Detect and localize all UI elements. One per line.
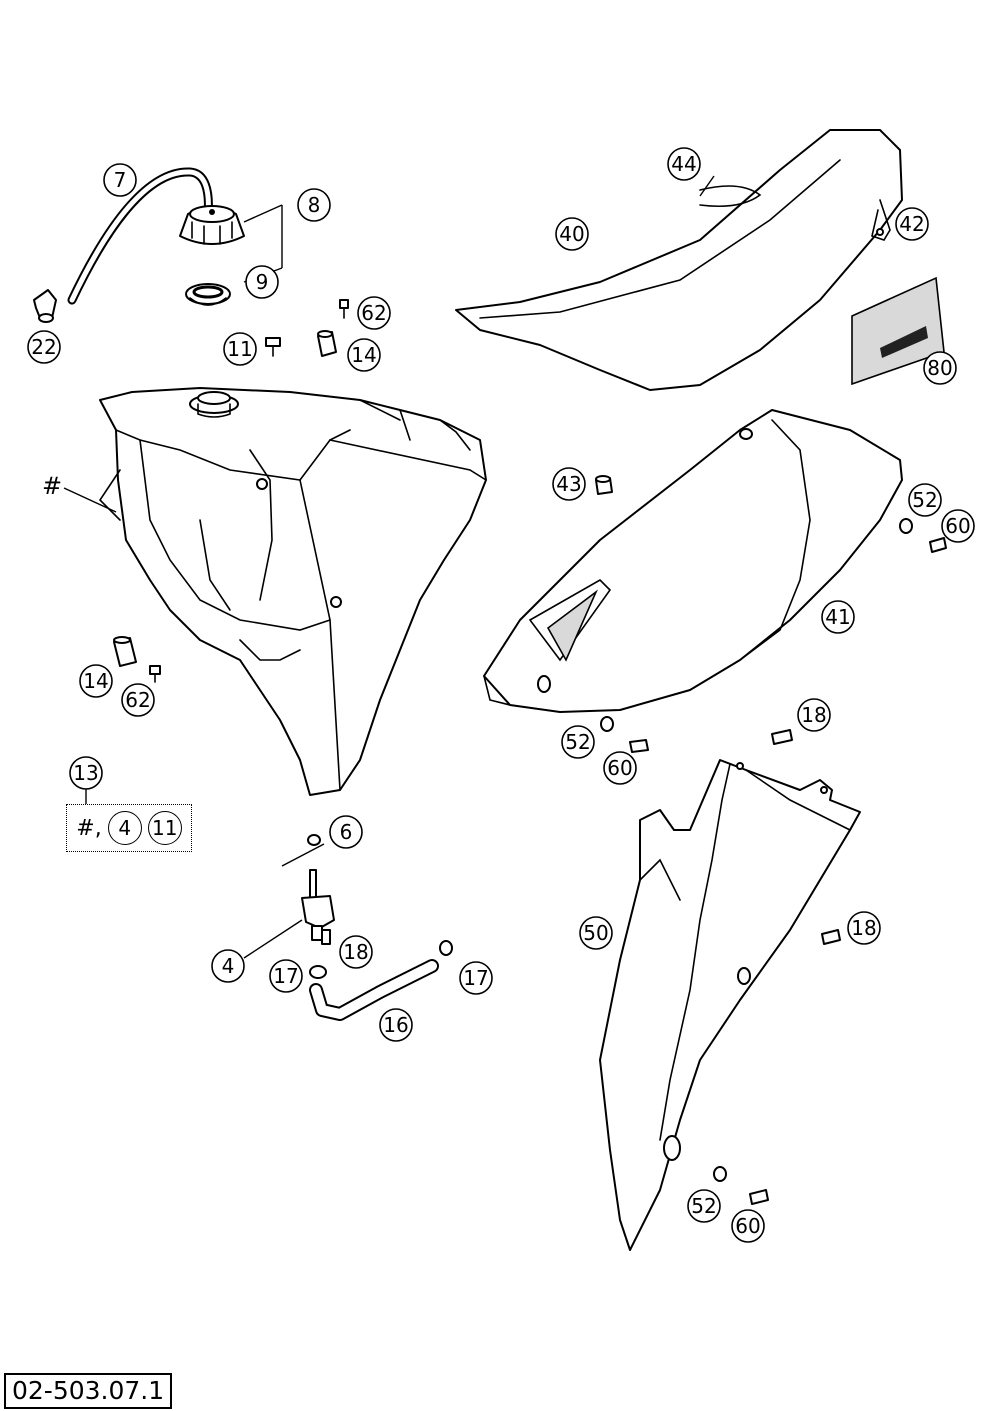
callout-80: 80: [923, 351, 957, 385]
callout-44: 44: [667, 147, 701, 181]
callout-18: 18: [797, 698, 831, 732]
callout-16: 16: [379, 1008, 413, 1042]
svg-text:18: 18: [343, 940, 368, 964]
callout-40: 40: [555, 217, 589, 251]
callout-52: 52: [687, 1189, 721, 1223]
callout-52: 52: [561, 725, 595, 759]
svg-text:4: 4: [222, 954, 235, 978]
svg-text:14: 14: [351, 343, 376, 367]
callout-18: 18: [847, 911, 881, 945]
svg-text:17: 17: [273, 964, 298, 988]
svg-text:60: 60: [735, 1214, 760, 1238]
callout-18: 18: [339, 935, 373, 969]
svg-text:52: 52: [565, 730, 590, 754]
washer-part: [713, 1166, 727, 1182]
callout-42: 42: [895, 207, 929, 241]
svg-text:17: 17: [463, 966, 488, 990]
callout-60: 60: [941, 509, 975, 543]
kit-item-callout: 4: [107, 811, 142, 845]
fuel-tank-part: [98, 387, 487, 796]
screw-part: [321, 929, 331, 945]
screw-part: [771, 729, 793, 745]
callout-22: 22: [27, 330, 61, 364]
kit-prefix: #,: [76, 815, 102, 841]
svg-text:9: 9: [256, 270, 269, 294]
svg-text:16: 16: [383, 1013, 408, 1037]
screw-part: [339, 299, 349, 319]
callout-17: 17: [269, 959, 303, 993]
kit-contents-box: #, 4 11: [66, 804, 192, 852]
callout-14: 14: [347, 338, 381, 372]
svg-text:22: 22: [31, 335, 56, 359]
screw-part: [929, 537, 947, 553]
seat-part: [455, 129, 903, 391]
callout-62: 62: [357, 296, 391, 330]
callout-41: 41: [821, 600, 855, 634]
elbow-fitting-part: [33, 289, 57, 323]
callout-50: 50: [579, 916, 613, 950]
radiator-shroud-part: [599, 759, 861, 1251]
screw-part: [821, 929, 841, 945]
washer-part: [899, 518, 913, 534]
fuel-tank-label: #: [42, 472, 63, 500]
svg-text:40: 40: [559, 222, 584, 246]
fuel-cap-part: [179, 205, 245, 245]
svg-text:60: 60: [607, 756, 632, 780]
svg-text:60: 60: [945, 514, 970, 538]
cap-gasket-part: [185, 283, 231, 306]
screw-part: [629, 739, 649, 753]
callout-8: 8: [297, 188, 331, 222]
svg-text:42: 42: [899, 212, 924, 236]
svg-text:41: 41: [825, 605, 850, 629]
side-panel-part: [483, 409, 903, 713]
svg-text:52: 52: [912, 488, 937, 512]
callout-43: 43: [552, 467, 586, 501]
svg-text:18: 18: [801, 703, 826, 727]
spacer-part: [113, 636, 137, 667]
callout-17: 17: [459, 961, 493, 995]
fuel-line-part: [309, 959, 439, 1021]
svg-text:14: 14: [83, 669, 108, 693]
callout-4: 4: [211, 949, 245, 983]
svg-text:52: 52: [691, 1194, 716, 1218]
callout-11: 11: [223, 332, 257, 366]
callout-14: 14: [79, 664, 113, 698]
callout-52: 52: [908, 483, 942, 517]
diagram-reference-number: 02-503.07.1: [4, 1373, 173, 1409]
o-ring-part: [307, 834, 321, 846]
svg-text:7: 7: [114, 168, 127, 192]
svg-text:8: 8: [308, 193, 321, 217]
hose-clamp-part: [309, 940, 453, 979]
screw-part: [749, 1189, 769, 1205]
callout-60: 60: [731, 1209, 765, 1243]
svg-text:18: 18: [851, 916, 876, 940]
spacer-part: [317, 330, 337, 357]
callout-62: 62: [121, 683, 155, 717]
screw-part: [265, 337, 281, 357]
svg-text:6: 6: [340, 820, 353, 844]
callout-60: 60: [603, 751, 637, 785]
svg-text:80: 80: [927, 356, 952, 380]
svg-text:62: 62: [125, 688, 150, 712]
kit-item-callout: 11: [147, 811, 182, 845]
svg-text:44: 44: [671, 152, 696, 176]
svg-text:62: 62: [361, 301, 386, 325]
washer-part: [600, 716, 614, 732]
svg-text:13: 13: [73, 761, 98, 785]
fuel-tap-part: [301, 869, 335, 941]
callout-7: 7: [103, 163, 137, 197]
callout-6: 6: [329, 815, 363, 849]
svg-text:43: 43: [556, 472, 581, 496]
callout-13: 13: [69, 756, 103, 790]
svg-text:11: 11: [227, 337, 252, 361]
svg-text:50: 50: [583, 921, 608, 945]
screw-part: [149, 665, 161, 683]
callout-9: 9: [245, 265, 279, 299]
spacer-part: [595, 475, 613, 495]
